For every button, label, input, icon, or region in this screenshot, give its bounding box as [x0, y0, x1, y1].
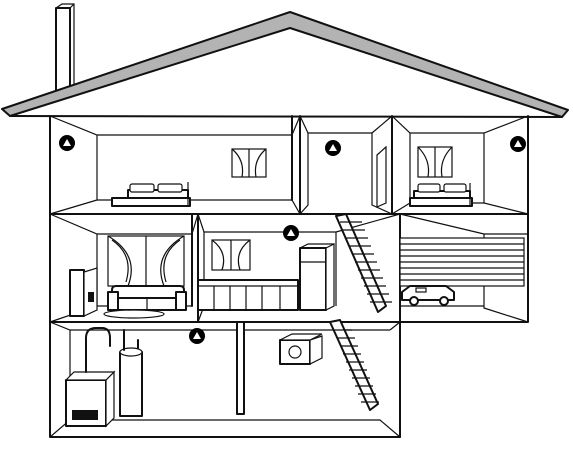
roof — [2, 12, 568, 117]
left-bedroom — [50, 116, 300, 214]
upstairs-hallway — [300, 116, 392, 214]
staircase-upper — [336, 214, 392, 312]
garage-door — [400, 238, 524, 286]
window — [232, 149, 266, 177]
smoke-detector-icon — [189, 328, 205, 344]
refrigerator — [300, 244, 334, 310]
bed — [410, 183, 472, 206]
fireplace — [70, 268, 97, 316]
right-bedroom — [392, 116, 528, 214]
window — [418, 147, 452, 177]
window — [212, 240, 250, 270]
living-room — [50, 214, 198, 322]
smoke-detector-icon — [510, 136, 526, 152]
furnace — [66, 328, 114, 426]
smoke-detector-icon — [59, 135, 75, 151]
rug — [104, 310, 164, 318]
staircase-lower — [330, 320, 379, 410]
door — [377, 147, 386, 207]
counter — [198, 280, 298, 310]
garage — [400, 214, 528, 322]
car — [402, 286, 454, 305]
chimney — [56, 4, 74, 96]
water-heater — [120, 330, 142, 416]
sofa — [108, 286, 186, 310]
support-column — [237, 322, 244, 414]
washer — [280, 334, 322, 364]
roof-fill — [2, 12, 568, 117]
smoke-detector-icon — [283, 225, 299, 241]
bed — [112, 182, 190, 206]
smoke-detector-icon — [325, 140, 341, 156]
window — [108, 236, 184, 286]
